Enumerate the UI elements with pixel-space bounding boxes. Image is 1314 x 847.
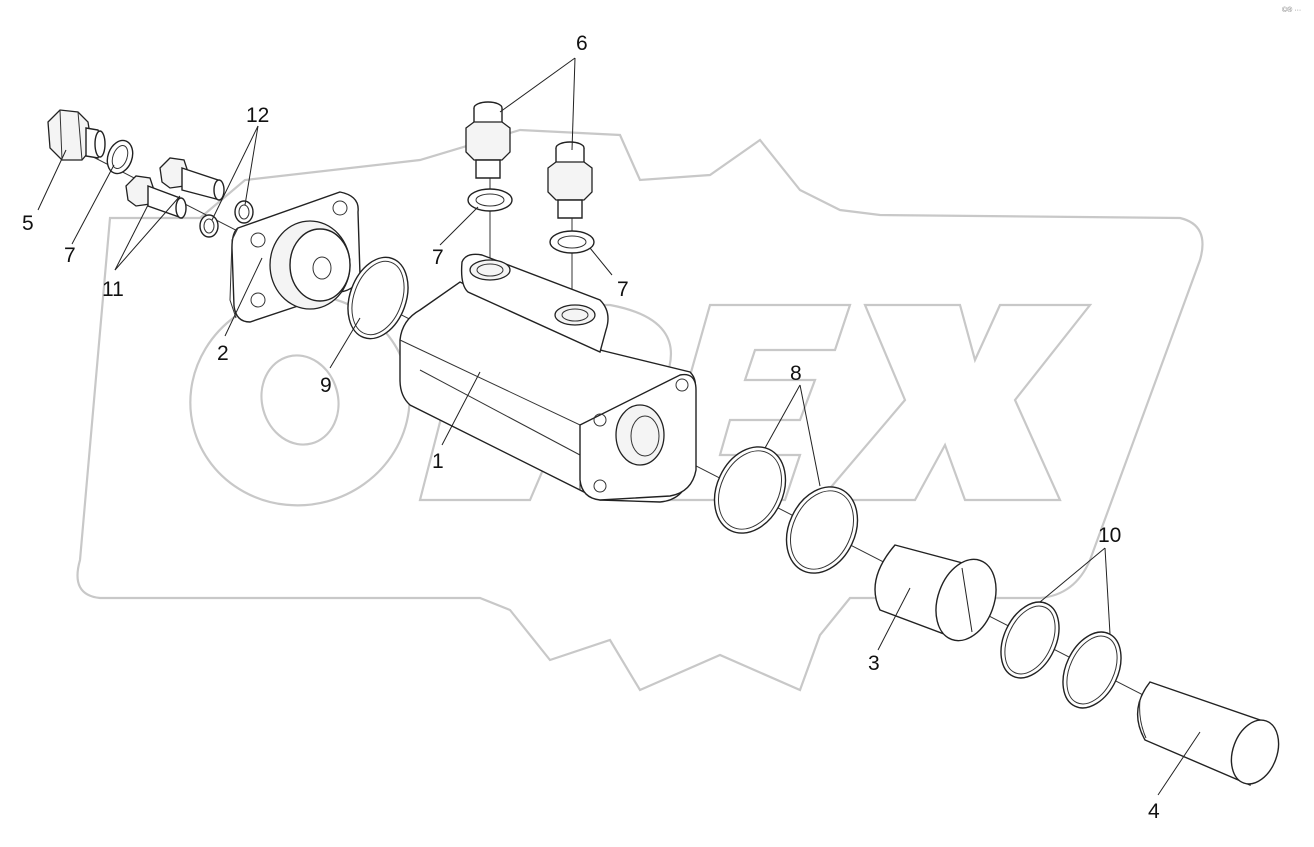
part-1-valve-body — [399, 253, 697, 503]
callout-1: 1 — [432, 450, 444, 473]
callout-9: 9 — [320, 374, 332, 397]
callout-12: 12 — [246, 104, 269, 127]
callout-8: 8 — [790, 362, 802, 385]
part-7-washer-left — [106, 139, 134, 175]
watermark-letter-x — [817, 303, 1093, 502]
callouts: 1 2 3 4 5 6 7 7 7 8 9 10 11 12 — [22, 32, 1160, 823]
watermark-gear-outline — [76, 128, 1204, 692]
callout-5: 5 — [22, 212, 34, 235]
part-7-washer-fitting-left — [467, 188, 513, 212]
part-8-ring-upper — [713, 446, 787, 534]
part-5-plug — [47, 109, 106, 161]
part-3-slotted-plug — [874, 544, 997, 642]
callout-7-right: 7 — [617, 278, 629, 301]
callout-2: 2 — [217, 342, 229, 365]
corner-mark: ©® ··· — [1282, 6, 1301, 14]
callout-7-middle: 7 — [432, 246, 444, 269]
callout-3: 3 — [868, 652, 880, 675]
part-6-fitting-left — [465, 101, 511, 179]
callout-10: 10 — [1098, 524, 1121, 547]
part-12-washer-lower — [199, 214, 219, 238]
part-2-cover-flange — [229, 191, 361, 323]
callout-6: 6 — [576, 32, 588, 55]
part-6-fitting-right — [547, 141, 593, 219]
watermark-letter-e — [653, 303, 852, 502]
leader-lines — [37, 57, 1201, 796]
part-4-cap — [1136, 681, 1280, 786]
part-12-washer-upper — [234, 200, 254, 224]
part-10-ring-upper — [1000, 601, 1060, 679]
part-11-bolt-upper — [159, 157, 225, 201]
part-8-ring-lower — [785, 486, 859, 574]
callout-7-left: 7 — [64, 244, 76, 267]
callout-4: 4 — [1148, 800, 1160, 823]
callout-11: 11 — [102, 278, 124, 301]
part-7-washer-fitting-right — [549, 230, 595, 254]
part-11-bolt-lower — [125, 175, 187, 219]
part-10-ring-lower — [1062, 631, 1122, 709]
part-9-o-ring — [347, 256, 409, 340]
